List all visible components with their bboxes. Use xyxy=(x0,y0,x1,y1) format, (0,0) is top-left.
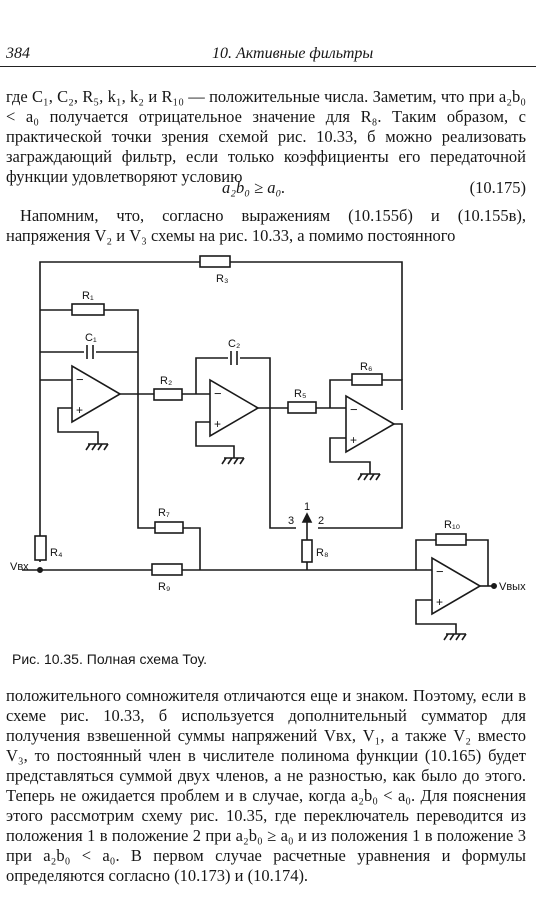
opamp-4-minus: − xyxy=(436,564,444,579)
switch-arrow xyxy=(301,512,313,523)
ground-4-hatch-b xyxy=(449,633,455,641)
paragraph-3: положительного сомножителя отличаются ещ… xyxy=(6,686,526,885)
ground-1-hatch-d xyxy=(103,443,109,451)
page-number: 384 xyxy=(6,45,30,62)
resistor-r2 xyxy=(153,388,183,401)
switch-pos-1: 1 xyxy=(304,501,310,513)
resistor-r7 xyxy=(154,521,184,534)
output-terminal xyxy=(490,582,497,589)
wire-r3-feedback xyxy=(39,261,200,562)
label-r10: R₁₀ xyxy=(444,519,460,531)
resistor-r3 xyxy=(199,255,231,268)
wire-r1-right xyxy=(104,309,139,394)
ground-4-hatch-d xyxy=(461,633,467,641)
opamp-1-minus: − xyxy=(76,372,84,387)
opamp-1 xyxy=(71,364,122,424)
chapter-title: 10. Активные фильтры xyxy=(212,45,374,62)
opamp-1-plus: + xyxy=(76,403,83,417)
label-vout: Vвых xyxy=(499,581,526,593)
input-terminal xyxy=(36,566,43,573)
ground-2-hatch-b xyxy=(227,457,233,465)
wire-r6-right xyxy=(382,379,403,410)
wire-c2-right xyxy=(240,357,271,408)
ground-4-hatch-a xyxy=(443,633,449,641)
label-r2: R₂ xyxy=(160,375,172,387)
label-r5: R₅ xyxy=(294,388,306,400)
wire-r7-right xyxy=(183,527,201,570)
label-r8: R₈ xyxy=(316,547,329,559)
opamp-2-plus: + xyxy=(214,417,221,431)
equation-number: (10.175) xyxy=(469,178,526,197)
paragraph-2: Напомним, что, согласно выражениям (10.1… xyxy=(6,206,526,245)
wire-opamp3-plus-ground xyxy=(329,437,371,474)
opamp-3 xyxy=(345,394,396,454)
figure-caption: Рис. 10.35. Полная схема Тоу. xyxy=(12,651,207,667)
wire-opamp1-plus-ground xyxy=(57,407,99,444)
resistor-r1 xyxy=(71,303,105,316)
tow-circuit-diagram: R₃ R₁ C₁ − + R₂ C₂ − + R₅ R₆ − + xyxy=(10,255,526,641)
wire-opamp2-plus-ground xyxy=(195,421,235,458)
ground-3-hatch-d xyxy=(375,473,381,481)
page-header: 384 10. Активные фильтры xyxy=(0,42,536,67)
equation-10-175: a₂b₀ ≥ a₀. (10.175) xyxy=(0,178,536,200)
label-r9: R₉ xyxy=(158,581,170,593)
ground-1-hatch-a xyxy=(85,443,91,451)
equation-expression: a₂b₀ ≥ a₀. xyxy=(222,178,286,197)
label-vin: Vвх xyxy=(10,561,29,573)
wire-r6-left xyxy=(329,379,352,408)
wire-c2-left xyxy=(195,357,228,394)
wire-r3-right xyxy=(230,261,403,380)
opamp-2-minus: − xyxy=(214,386,222,401)
opamp-4 xyxy=(431,556,482,616)
label-r1: R₁ xyxy=(82,290,94,302)
label-r4: R₄ xyxy=(50,547,63,559)
label-r7: R₇ xyxy=(158,507,170,519)
ground-1-hatch-b xyxy=(91,443,97,451)
switch-pos-2: 2 xyxy=(318,515,324,527)
ground-3-hatch-c xyxy=(369,473,375,481)
label-r3: R₃ xyxy=(216,273,228,285)
resistor-r6 xyxy=(351,373,383,386)
opamp-3-minus: − xyxy=(350,402,358,417)
resistor-r4 xyxy=(34,535,47,561)
wire-stage2-to-switch xyxy=(269,408,296,529)
resistor-r8 xyxy=(301,539,313,563)
opamp-2 xyxy=(209,378,260,438)
wire-r10-right xyxy=(466,539,489,586)
ground-2-hatch-d xyxy=(239,457,245,465)
wire-opamp3-output xyxy=(318,423,403,529)
wire-stage1-to-r7 xyxy=(137,394,155,529)
ground-3-hatch-b xyxy=(363,473,369,481)
resistor-r10 xyxy=(435,533,467,546)
label-c1: C₁ xyxy=(85,332,97,344)
wire-r10-left xyxy=(415,539,436,570)
paragraph-1: где C₁, C₂, R₅, k₁, k₂ и R₁₀ — положител… xyxy=(6,87,526,186)
ground-2-hatch-a xyxy=(221,457,227,465)
opamp-3-plus: + xyxy=(350,433,357,447)
ground-2-hatch-c xyxy=(233,457,239,465)
resistor-r9 xyxy=(151,563,183,576)
wire-opamp4-plus-ground xyxy=(415,599,457,634)
resistor-r5 xyxy=(287,401,317,414)
ground-4-hatch-c xyxy=(455,633,461,641)
label-r6: R₆ xyxy=(360,361,372,373)
ground-3-hatch-a xyxy=(357,473,363,481)
opamp-4-plus: + xyxy=(436,595,443,609)
label-c2: C₂ xyxy=(228,338,240,350)
ground-1-hatch-c xyxy=(97,443,103,451)
switch-pos-3: 3 xyxy=(288,515,294,527)
